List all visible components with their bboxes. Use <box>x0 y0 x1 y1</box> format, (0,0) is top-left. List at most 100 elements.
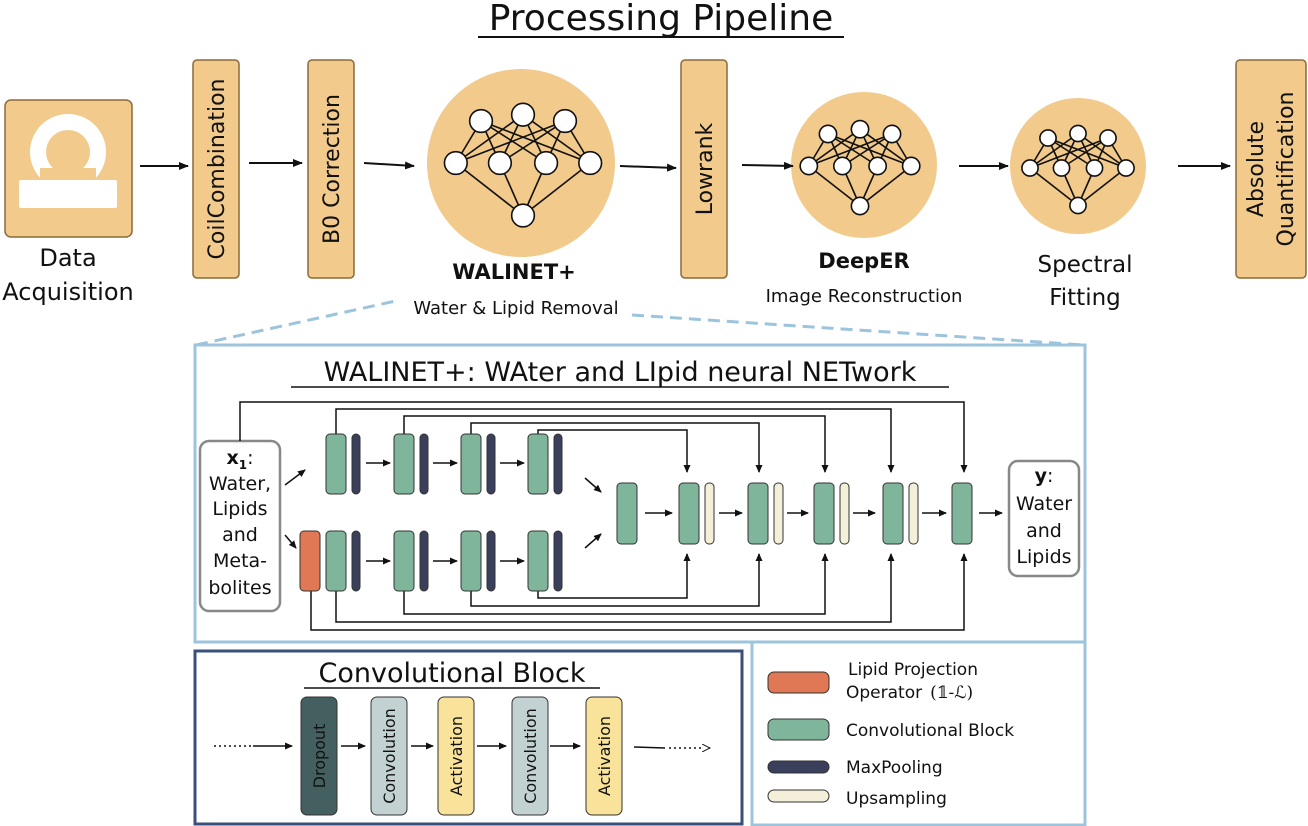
conv-block <box>616 482 638 545</box>
network-arrows <box>284 459 1003 565</box>
neuron-node <box>443 150 468 176</box>
neural-network-icon <box>1021 124 1135 215</box>
walinet-panel-title: WALINET+: WAter and LIpid neural NETwork <box>324 357 917 388</box>
conv-block <box>460 530 482 592</box>
legend-label-lipid-1: Lipid Projection <box>848 660 978 680</box>
neural-link <box>859 165 912 207</box>
neuron-node <box>901 156 921 176</box>
neural-link <box>499 120 566 164</box>
network-blocks <box>299 433 973 592</box>
spectral-fitting-label-2: Fitting <box>1049 285 1121 311</box>
coil-combination-stage: CoilCombination <box>192 59 240 279</box>
neuron-node <box>1099 129 1117 147</box>
input-symbol: x1: <box>226 447 253 472</box>
headcoil-icon <box>19 114 117 208</box>
conv-block <box>813 482 835 545</box>
arrow-icon <box>363 161 415 170</box>
neuron-node <box>1039 129 1057 147</box>
maxpool-block <box>419 433 429 495</box>
convolution-step <box>370 696 408 816</box>
legend-panel <box>750 640 1087 826</box>
neural-link <box>455 120 566 164</box>
neural-link <box>522 162 591 217</box>
b0-correction-stage: B0 Correction <box>307 59 355 279</box>
legend-label-upsample: Upsampling <box>846 789 947 809</box>
conv-block <box>325 433 347 495</box>
data-acquisition-label-2: Acquisition <box>2 278 133 306</box>
neuron-node <box>799 156 819 176</box>
output-box: y: Water and Lipids <box>1007 459 1081 578</box>
legend-label-conv: Convolutional Block <box>846 721 1014 741</box>
neural-link <box>808 128 861 167</box>
legend-swatch-lipid <box>767 671 830 694</box>
page-title: Processing Pipeline <box>489 0 834 39</box>
zoom-connector <box>195 298 1085 347</box>
upsample-block <box>908 482 919 545</box>
neural-link <box>841 133 893 167</box>
neuron-node <box>818 124 838 144</box>
neural-link <box>1029 137 1109 169</box>
maxpool-block <box>553 530 563 592</box>
maxpool-block <box>486 530 496 592</box>
conv-block <box>460 433 482 495</box>
neuron-node <box>552 108 578 134</box>
absolute-quantification-stage: Absolute Quantification <box>1235 59 1307 279</box>
neural-link <box>827 133 879 167</box>
lipid-projection-block <box>299 530 321 592</box>
neural-link <box>1029 167 1079 207</box>
neuron-node <box>487 150 513 176</box>
conv-steps-arrows <box>214 742 710 748</box>
legend-swatch-conv <box>767 718 830 741</box>
neuron-node <box>1085 159 1104 177</box>
absolute-quantification-label-1: Absolute <box>1244 121 1269 217</box>
upsample-block <box>773 482 784 545</box>
data-acquisition-stage: Data Acquisition <box>2 99 134 306</box>
arrow-icon <box>619 163 677 172</box>
legend: Lipid Projection Operator(𝟙-ℒ) Convoluti… <box>767 660 1014 809</box>
spectral-fitting-label-1: Spectral <box>1038 252 1133 278</box>
lowrank-label: Lowrank <box>693 122 718 215</box>
arrow-icon <box>741 161 794 170</box>
b0-correction-label: B0 Correction <box>320 94 345 244</box>
conv-block <box>527 433 549 495</box>
output-line-3: Lipids <box>1016 546 1071 568</box>
input-line-5: bolites <box>208 577 271 599</box>
legend-label-maxpool: MaxPooling <box>846 758 943 778</box>
conv-block <box>393 433 415 495</box>
neural-link <box>455 162 524 217</box>
coil-combination-label: CoilCombination <box>205 79 230 260</box>
maxpool-block <box>553 433 563 495</box>
absolute-quantification-label-2: Quantification <box>1274 92 1299 247</box>
deeper-name: DeepER <box>818 249 909 273</box>
conv-block-panel-title: Convolutional Block <box>319 658 586 689</box>
neuron-node <box>510 203 536 228</box>
neural-link <box>808 133 893 167</box>
neuron-node <box>1021 159 1039 177</box>
walinet-stage: WALINET+ Water & Lipid Removal <box>413 69 619 319</box>
walinet-subtitle: Water & Lipid Removal <box>413 298 618 319</box>
neural-link <box>455 114 524 164</box>
maxpool-block <box>486 433 496 495</box>
conv-block <box>747 482 769 545</box>
walinet-name: WALINET+ <box>452 260 576 284</box>
conv-block <box>882 482 904 545</box>
input-line-3: and <box>222 524 258 546</box>
neural-link <box>480 120 547 164</box>
legend-swatch-upsample <box>767 789 830 803</box>
conv-block <box>678 482 700 545</box>
convolution-label-2: Convolution <box>521 708 540 804</box>
upsample-block <box>704 482 715 545</box>
activation-step <box>585 696 623 816</box>
maxpool-block <box>351 530 361 592</box>
neuron-node <box>1069 196 1087 215</box>
neuron-node <box>850 119 870 139</box>
neural-link <box>1029 132 1079 169</box>
output-line-1: Water <box>1016 493 1072 515</box>
neuron-node <box>510 102 536 127</box>
activation-label-1: Activation <box>447 716 466 796</box>
neuron-node <box>1069 124 1087 143</box>
convolution-label-1: Convolution <box>380 708 399 804</box>
conv-block <box>325 530 347 592</box>
conv-block <box>393 530 415 592</box>
dropout-step <box>300 696 338 816</box>
